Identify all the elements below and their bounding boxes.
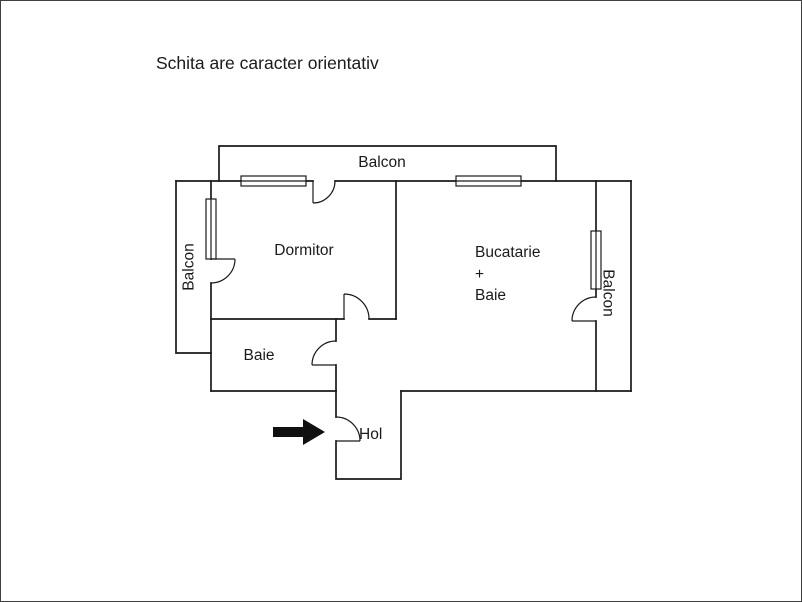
- door-balcony-left: [210, 258, 236, 284]
- label-balcon-left: Balcon: [180, 243, 197, 290]
- windows: [205, 175, 602, 290]
- wall-hol: [335, 390, 402, 480]
- door-dormitor: [343, 293, 370, 320]
- door-balcony-top: [312, 180, 336, 204]
- wall-balcony-left: [175, 180, 212, 354]
- label-baie: Baie: [243, 347, 274, 364]
- door-baie: [311, 340, 337, 366]
- label-dormitor: Dormitor: [274, 242, 333, 259]
- door-entrance: [335, 416, 361, 442]
- doors: [210, 180, 597, 442]
- label-hol: Hol: [359, 426, 382, 443]
- walls: [175, 145, 632, 480]
- label-bucatarie-line2: +: [475, 266, 484, 283]
- labels: Schita are caracter orientativ Balcon Ba…: [156, 53, 617, 443]
- wall-balcony-top: [218, 145, 557, 182]
- label-bucatarie-line1: Bucatarie: [475, 244, 540, 261]
- label-bucatarie-line3: Baie: [475, 287, 506, 304]
- label-balcon-top: Balcon: [358, 154, 405, 171]
- label-balcon-right: Balcon: [600, 269, 617, 316]
- entrance-arrow-icon: [273, 419, 325, 445]
- page-title: Schita are caracter orientativ: [156, 53, 379, 73]
- door-balcony-right: [571, 296, 597, 322]
